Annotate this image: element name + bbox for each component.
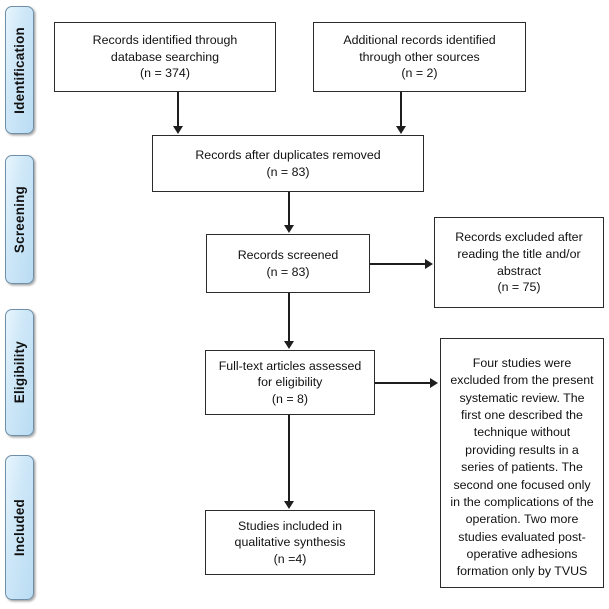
box-records-screened: Records screened (n = 83) [206, 234, 370, 293]
stage-label-included-text: Included [12, 498, 27, 557]
arrowhead-screened-to-fulltext [284, 341, 294, 349]
box-fulltext-assessed: Full-text articles assessed for eligibil… [205, 350, 375, 415]
arrowhead-fulltext-to-included [284, 501, 294, 509]
box-fulltext-assessed-text: Full-text articles assessed for eligibil… [218, 358, 362, 406]
connector-duplicates-to-screened [288, 192, 290, 226]
box-records-excluded-text: Records excluded after reading the title… [455, 230, 583, 295]
connector-screened-to-excluded [370, 263, 426, 265]
connector-fulltext-to-included [288, 415, 290, 502]
stage-label-identification-text: Identification [12, 26, 27, 114]
stage-label-eligibility: Eligibility [5, 309, 34, 436]
arrowhead-screened-to-excluded [425, 259, 433, 269]
arrowhead-database-to-duplicates [173, 126, 183, 134]
box-database-records: Records identified through database sear… [54, 22, 276, 92]
box-database-records-text: Records identified through database sear… [92, 33, 238, 81]
box-duplicates-removed-text: Records after duplicates removed (n = 83… [195, 147, 381, 179]
connector-screened-to-fulltext [288, 293, 290, 341]
stage-label-included: Included [5, 455, 34, 600]
box-records-screened-text: Records screened (n = 83) [237, 247, 339, 279]
arrowhead-other-to-duplicates [396, 126, 406, 134]
arrowhead-fulltext-to-excluded [430, 378, 438, 388]
stage-label-identification: Identification [5, 6, 34, 134]
connector-other-to-duplicates [400, 92, 402, 127]
box-other-records: Additional records identified through ot… [313, 22, 526, 92]
box-fulltext-excluded: Four studies were excluded from the pres… [440, 338, 604, 588]
connector-fulltext-to-excluded [375, 382, 431, 384]
arrowhead-duplicates-to-screened [284, 225, 294, 233]
stage-label-eligibility-text: Eligibility [12, 341, 27, 404]
box-fulltext-excluded-text: Four studies were excluded from the pres… [450, 356, 594, 579]
box-studies-included-text: Studies included in qualitative synthesi… [234, 518, 346, 566]
box-other-records-text: Additional records identified through ot… [343, 33, 496, 81]
box-duplicates-removed: Records after duplicates removed (n = 83… [152, 135, 424, 192]
connector-database-to-duplicates [177, 92, 179, 127]
box-studies-included: Studies included in qualitative synthesi… [205, 510, 375, 575]
box-records-excluded: Records excluded after reading the title… [434, 217, 604, 308]
stage-label-screening: Screening [5, 155, 34, 284]
stage-label-screening-text: Screening [12, 185, 27, 254]
